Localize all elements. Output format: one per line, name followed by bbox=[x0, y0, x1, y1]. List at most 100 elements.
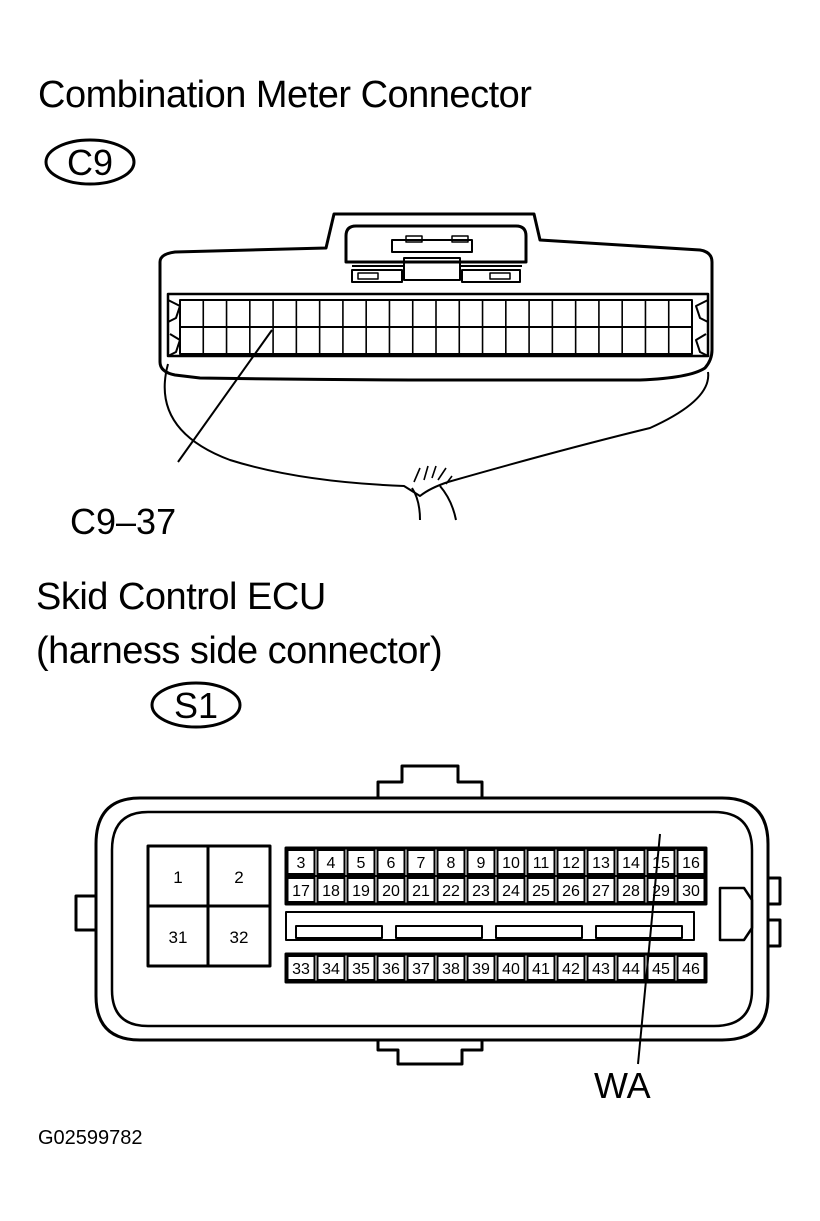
figure-code: G02599782 bbox=[38, 1127, 143, 1149]
pin-label-9: 9 bbox=[477, 855, 486, 872]
pin-cell-25 bbox=[526, 877, 556, 903]
pin-label-33: 33 bbox=[292, 961, 310, 978]
pin-cell-17 bbox=[286, 877, 316, 903]
pin-cell-20 bbox=[376, 877, 406, 903]
pin-cell-40 bbox=[496, 955, 526, 981]
pin-cell-29 bbox=[646, 877, 676, 903]
pin-cell-12 bbox=[556, 849, 586, 875]
pin-cell-9 bbox=[466, 849, 496, 875]
pin-label-32: 32 bbox=[230, 928, 249, 947]
pin-label-36: 36 bbox=[382, 961, 400, 978]
pin-label-44: 44 bbox=[622, 961, 640, 978]
pin-cell-14 bbox=[616, 849, 646, 875]
s1-badge-text: S1 bbox=[174, 685, 218, 726]
pin-cell-22 bbox=[436, 877, 466, 903]
pin-cell-34 bbox=[316, 955, 346, 981]
pin-label-46: 46 bbox=[682, 961, 700, 978]
pin-label-3: 3 bbox=[297, 855, 306, 872]
pin-label-19: 19 bbox=[352, 883, 370, 900]
pin-cell-38 bbox=[436, 955, 466, 981]
pin-cell-19 bbox=[346, 877, 376, 903]
pin-label-11: 11 bbox=[533, 855, 550, 872]
skid-control-subtitle: (harness side connector) bbox=[36, 630, 443, 672]
pin-cell-45 bbox=[646, 955, 676, 981]
pin-label-10: 10 bbox=[502, 855, 520, 872]
pin-label-5: 5 bbox=[357, 855, 366, 872]
pin-cell-46 bbox=[676, 955, 706, 981]
pin-cell-18 bbox=[316, 877, 346, 903]
pin-label-25: 25 bbox=[532, 883, 550, 900]
pin-cell-30 bbox=[676, 877, 706, 903]
pin-label-31: 31 bbox=[169, 928, 188, 947]
pin-cell-10 bbox=[496, 849, 526, 875]
pin-label-41: 41 bbox=[532, 961, 550, 978]
pin-label-28: 28 bbox=[622, 883, 640, 900]
s1-badge: S1 bbox=[150, 681, 242, 729]
pin-cell-13 bbox=[586, 849, 616, 875]
pin-cell-41 bbox=[526, 955, 556, 981]
skid-control-title: Skid Control ECU bbox=[36, 576, 326, 618]
pin-cell-5 bbox=[346, 849, 376, 875]
combination-meter-title: Combination Meter Connector bbox=[38, 74, 532, 116]
pin-cell-44 bbox=[616, 955, 646, 981]
pin-cell-16 bbox=[676, 849, 706, 875]
pin-label-16: 16 bbox=[682, 855, 700, 872]
pin-cell-3 bbox=[286, 849, 316, 875]
pin-label-17: 17 bbox=[292, 883, 310, 900]
pin-label-43: 43 bbox=[592, 961, 610, 978]
pin-cell-33 bbox=[286, 955, 316, 981]
skid-control-connector bbox=[74, 764, 782, 1066]
combination-meter-connector bbox=[158, 212, 714, 521]
pin-label-35: 35 bbox=[352, 961, 370, 978]
pin-cell-7 bbox=[406, 849, 436, 875]
pin-label-38: 38 bbox=[442, 961, 460, 978]
c9-37-callout-label: C9–37 bbox=[70, 501, 177, 542]
pin-label-23: 23 bbox=[472, 883, 490, 900]
pin-cell-42 bbox=[556, 955, 586, 981]
pin-label-14: 14 bbox=[622, 855, 640, 872]
pin-label-24: 24 bbox=[502, 883, 520, 900]
pin-label-22: 22 bbox=[442, 883, 460, 900]
pin-cell-35 bbox=[346, 955, 376, 981]
pin-label-30: 30 bbox=[682, 883, 700, 900]
wa-callout-label: WA bbox=[594, 1065, 651, 1106]
pin-label-42: 42 bbox=[562, 961, 580, 978]
pin-label-29: 29 bbox=[652, 883, 670, 900]
pin-label-12: 12 bbox=[562, 855, 580, 872]
pin-label-18: 18 bbox=[322, 883, 340, 900]
pin-cell-4 bbox=[316, 849, 346, 875]
pin-label-27: 27 bbox=[592, 883, 610, 900]
pin-label-34: 34 bbox=[322, 961, 340, 978]
pin-label-37: 37 bbox=[412, 961, 430, 978]
pin-cell-26 bbox=[556, 877, 586, 903]
pin-cell-8 bbox=[436, 849, 466, 875]
pin-label-26: 26 bbox=[562, 883, 580, 900]
pin-label-4: 4 bbox=[327, 855, 336, 872]
pin-label-1: 1 bbox=[173, 868, 182, 887]
pin-label-39: 39 bbox=[472, 961, 490, 978]
pin-cell-36 bbox=[376, 955, 406, 981]
pin-label-15: 15 bbox=[652, 855, 670, 872]
pin-cell-24 bbox=[496, 877, 526, 903]
pin-cell-39 bbox=[466, 955, 496, 981]
c9-badge-text: C9 bbox=[67, 142, 113, 183]
pin-label-2: 2 bbox=[234, 868, 243, 887]
pin-label-6: 6 bbox=[387, 855, 396, 872]
pin-label-20: 20 bbox=[382, 883, 400, 900]
pin-cell-21 bbox=[406, 877, 436, 903]
pin-cell-27 bbox=[586, 877, 616, 903]
pin-label-21: 21 bbox=[412, 883, 430, 900]
pin-label-7: 7 bbox=[417, 855, 426, 872]
pin-cell-23 bbox=[466, 877, 496, 903]
pin-cell-15 bbox=[646, 849, 676, 875]
pin-cell-11 bbox=[526, 849, 556, 875]
pin-label-13: 13 bbox=[592, 855, 610, 872]
pin-cell-6 bbox=[376, 849, 406, 875]
c9-badge: C9 bbox=[44, 138, 136, 186]
pin-label-45: 45 bbox=[652, 961, 670, 978]
pin-label-8: 8 bbox=[447, 855, 456, 872]
pin-label-40: 40 bbox=[502, 961, 520, 978]
pin-cell-28 bbox=[616, 877, 646, 903]
pin-cell-37 bbox=[406, 955, 436, 981]
